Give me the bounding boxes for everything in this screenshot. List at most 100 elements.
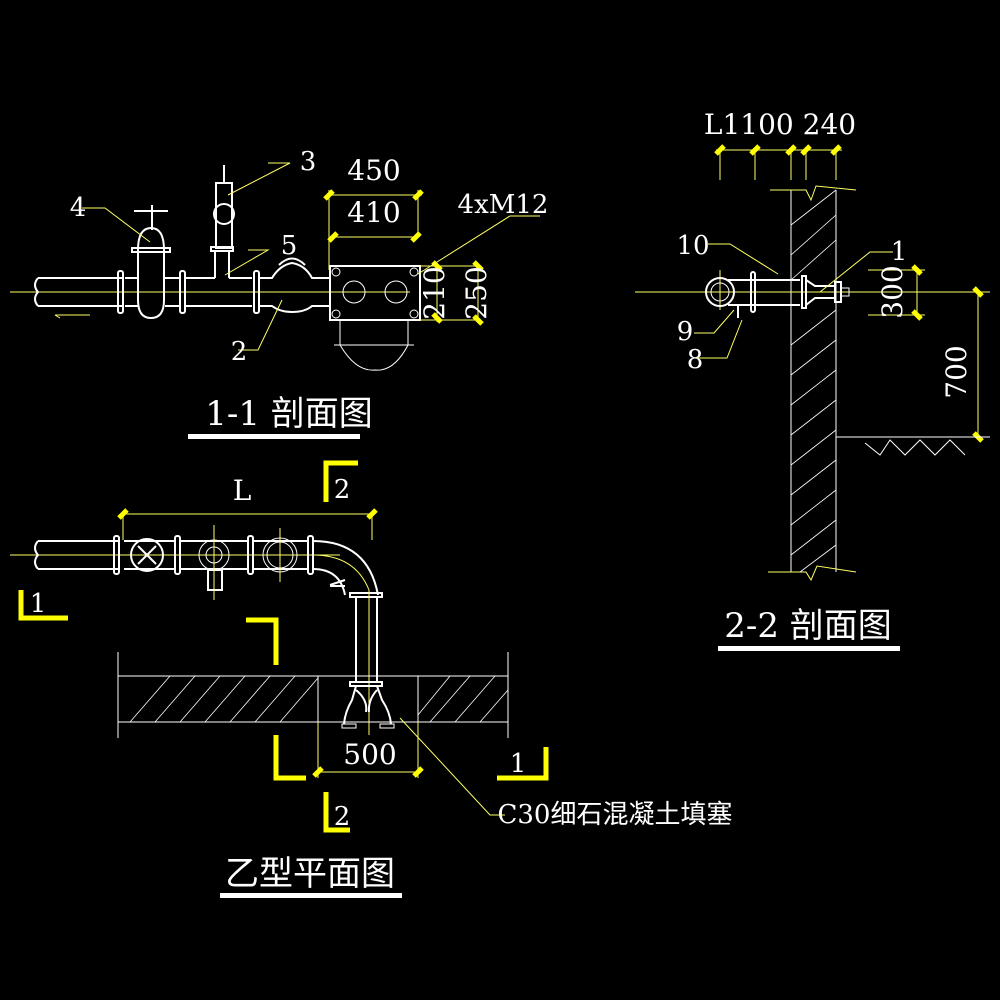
dim-tick [911, 264, 923, 276]
cut-line-top [246, 617, 279, 665]
ground-hatch [864, 439, 966, 456]
pipe-section [705, 277, 735, 307]
section-mark-1-left [18, 590, 68, 621]
dimension-lines [328, 190, 479, 322]
riser [355, 597, 378, 683]
flange [117, 270, 124, 314]
bowl-outline [334, 320, 414, 371]
leader-10 [708, 243, 779, 275]
dim-tick [972, 286, 984, 298]
dim-L [122, 513, 373, 540]
pipe [728, 279, 800, 306]
slab-hatch [129, 675, 509, 723]
bolt-icon [409, 309, 419, 319]
pipe-inner [710, 282, 730, 302]
section-2-2-view: L1100 240 300 700 10 1 9 8 2-2 剖面图 [635, 108, 990, 651]
flange [174, 535, 181, 575]
dim-tick [714, 144, 726, 156]
section-mark-1a: 1 [30, 589, 47, 619]
cut-line-bottom [273, 735, 306, 781]
callout-9: 9 [677, 317, 694, 347]
plan-yi-view: L 500 1 1 2 2 C30细石混凝土填塞 乙型平面图 [10, 460, 733, 898]
dim-tick [312, 766, 324, 778]
valve-flange [131, 247, 171, 253]
check-valve [259, 261, 330, 314]
leader-5 [224, 249, 270, 276]
dim-210: 210 [418, 266, 451, 319]
elbow-centerline [312, 554, 370, 591]
title-underline [220, 893, 402, 898]
section-mark-2-top [323, 460, 358, 502]
dim-tick [366, 508, 378, 520]
dim-tick [785, 144, 797, 156]
section-mark-2a: 2 [334, 475, 351, 505]
concrete-note: C30细石混凝土填塞 [498, 800, 733, 830]
flange [113, 535, 120, 575]
dim-410: 410 [347, 196, 400, 229]
section-1-1-view: 450 410 210 250 4 3 5 2 4xM12 1-1 剖面图 [10, 147, 548, 439]
section-mark-2-bottom [323, 792, 350, 833]
dim-tick [800, 144, 812, 156]
dim-500-label: 500 [343, 738, 396, 771]
outlet [341, 723, 357, 729]
dim-tick [911, 309, 923, 321]
cap-stub [840, 287, 850, 297]
dim-tick [412, 766, 424, 778]
bolt-icon [331, 267, 341, 277]
flange [247, 535, 254, 575]
dim-tick [327, 231, 339, 243]
flow-arrow [54, 314, 90, 319]
dim-top [716, 149, 842, 180]
leader-2 [238, 299, 283, 351]
dim-top-chain: L1100 240 [704, 108, 856, 141]
flange [750, 271, 756, 313]
leader-4 [82, 207, 151, 243]
plate-hole [342, 280, 366, 304]
outlet [379, 723, 395, 729]
callout-2: 2 [231, 337, 248, 367]
dim-tick [412, 189, 424, 201]
valve-handwheel [134, 205, 168, 230]
valve-x-icon [137, 545, 157, 565]
riser-flange [349, 681, 383, 687]
relief-valve-ball [213, 203, 235, 225]
pipe [125, 277, 252, 307]
pipe-break [34, 540, 40, 570]
callout-8: 8 [687, 345, 704, 375]
flange [253, 270, 260, 314]
section-2-2-title: 2-2 剖面图 [724, 606, 892, 646]
bolt-icon [331, 309, 341, 319]
leader-3 [227, 162, 291, 196]
elbow [312, 540, 379, 596]
wall-break [768, 185, 857, 582]
pipe-break [34, 277, 40, 307]
title-underline [188, 434, 360, 439]
dim-250: 250 [460, 266, 493, 319]
flange [801, 275, 807, 309]
dim-tick [830, 144, 842, 156]
callout-10: 10 [676, 231, 709, 261]
dim-450: 450 [347, 154, 400, 187]
callout-3: 3 [300, 147, 317, 177]
wall-hatch [790, 189, 837, 573]
flange [179, 270, 186, 314]
leader-1 [819, 251, 893, 293]
dim-tick [117, 508, 129, 520]
dim-700: 700 [940, 345, 973, 398]
dim-tick [323, 189, 335, 201]
riser-flange [349, 592, 383, 598]
leader-8 [698, 319, 743, 359]
drain-stub [207, 569, 223, 591]
coupling [805, 279, 835, 306]
leader-note [399, 717, 505, 816]
section-mark-2b: 2 [334, 802, 351, 832]
leader-bolts [417, 215, 540, 275]
pipe [38, 277, 122, 307]
plate-hole [384, 280, 408, 304]
check-valve-cap [278, 257, 306, 266]
bolt-icon [409, 267, 419, 277]
dim-tick [472, 314, 484, 326]
dim-right [868, 269, 979, 437]
flange-plate [329, 265, 421, 321]
